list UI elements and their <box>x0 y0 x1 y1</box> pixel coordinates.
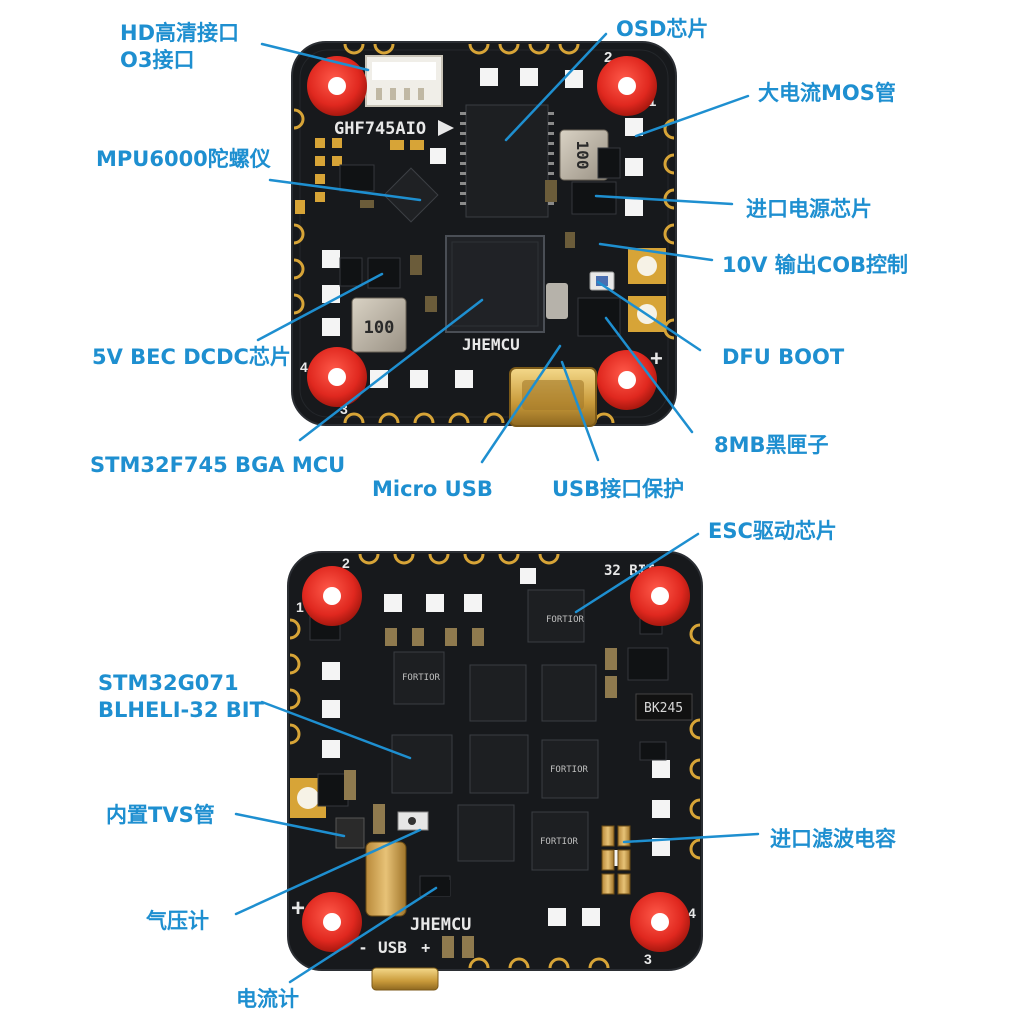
top-led-pads <box>322 68 643 388</box>
label-current-meter: 电流计 <box>236 987 299 1011</box>
leader-gyro <box>268 178 422 202</box>
top-small-ics <box>339 147 621 337</box>
top-passives <box>360 180 575 319</box>
bottom-esc-chip-text-2: FORTIOR <box>402 673 441 683</box>
label-esc-chip: ESC驱动芯片 <box>708 519 837 543</box>
label-gyro: MPU6000陀螺仪 <box>96 147 271 171</box>
top-plus-label: + <box>650 346 663 371</box>
leader-barometer <box>234 828 422 916</box>
bottom-barometer-port <box>408 817 416 825</box>
top-port-3-label: 3 <box>340 401 348 417</box>
label-esc-mcu: STM32G071 BLHELI-32 BIT <box>98 670 264 724</box>
top-usb-connector <box>509 367 597 427</box>
label-hd-port: HD高清接口 O3接口 <box>120 20 239 74</box>
bottom-plus-label: + <box>291 895 305 922</box>
bottom-usb-silkscreen: USB <box>378 938 407 957</box>
label-esc-mcu-line2: BLHELI-32 BIT <box>98 698 264 722</box>
top-osd-chip <box>465 104 549 218</box>
top-port-2-label: 2 <box>604 49 612 66</box>
bottom-port-2-label: 2 <box>342 555 350 571</box>
bottom-brand-silkscreen: JHEMCU <box>410 915 471 935</box>
top-inductor-left <box>351 297 407 353</box>
label-mos: 大电流MOS管 <box>758 81 896 105</box>
label-blackbox: 8MB黑匣子 <box>714 433 829 457</box>
leader-filter-cap <box>622 832 760 844</box>
label-hd-port-line1: HD高清接口 <box>120 21 240 45</box>
bottom-bk245-chip <box>635 693 693 721</box>
bottom-usb-stub <box>371 967 439 991</box>
top-arrow-marker <box>438 120 454 136</box>
leader-dfu <box>596 280 702 352</box>
top-inductor-left-text: 100 <box>364 318 395 338</box>
top-mcu-inner <box>451 241 539 327</box>
leader-bec <box>256 272 384 342</box>
top-port-4-label: 4 <box>300 359 308 375</box>
label-filter-cap: 进口滤波电容 <box>770 827 896 851</box>
leader-current-meter <box>288 886 438 984</box>
top-board: 100 100 GHF745AIO JHEMCU 2 1 4 3 + <box>291 41 677 427</box>
top-signal-pads <box>295 138 424 214</box>
bottom-tvs-diode <box>335 817 365 849</box>
bottom-esc-chip-text-3: FORTIOR <box>550 765 589 775</box>
label-dfu: DFU BOOT <box>722 345 845 369</box>
label-barometer: 气压计 <box>146 909 209 933</box>
label-usb-protect: USB接口保护 <box>552 477 685 501</box>
top-brand-silkscreen: JHEMCU <box>462 335 520 354</box>
label-hd-port-line2: O3接口 <box>120 48 195 72</box>
leader-tvs <box>234 812 346 838</box>
bottom-port-1-label: 1 <box>296 599 304 615</box>
leader-micro-usb <box>480 344 562 464</box>
bottom-esc-chip-text-1: FORTIOR <box>546 615 585 625</box>
bottom-usb-plus: + <box>421 940 430 957</box>
leader-lines <box>234 32 760 984</box>
top-dfu-button-cap <box>596 276 608 286</box>
leader-esc-chip <box>574 532 700 614</box>
label-micro-usb: Micro USB <box>372 477 493 501</box>
bottom-esc-chip-text-4: FORTIOR <box>540 837 579 847</box>
leader-osd-chip <box>504 32 608 142</box>
label-esc-mcu-line1: STM32G071 <box>98 671 239 695</box>
label-osd-chip: OSD芯片 <box>616 17 709 41</box>
bottom-port-4-label: 4 <box>688 905 696 921</box>
leader-power-chip <box>594 194 734 206</box>
bottom-board: FORTIOR FORTIOR FORTIOR FORTIOR BK245 <box>287 551 703 991</box>
leader-mos <box>634 94 750 138</box>
bottom-usb-minus: - <box>360 937 366 957</box>
label-bec: 5V BEC DCDC芯片 <box>92 345 291 369</box>
bottom-current-shunt <box>365 841 407 917</box>
bottom-grommets <box>302 566 690 952</box>
label-power-chip: 进口电源芯片 <box>746 197 872 221</box>
bottom-esc-chips <box>391 589 599 871</box>
bottom-port-3-label: 3 <box>644 951 652 967</box>
leader-hd-port <box>260 42 370 72</box>
leader-blackbox <box>604 316 694 434</box>
top-inductor-right-text: 100 <box>573 141 592 170</box>
leader-mcu <box>298 298 484 442</box>
bottom-castellations <box>289 553 701 969</box>
bottom-passives <box>344 628 617 958</box>
bottom-filter-capacitors <box>601 825 631 895</box>
top-gyro-chip <box>383 167 439 223</box>
top-model-silkscreen: GHF745AIO <box>334 119 426 139</box>
leader-cob <box>598 242 714 262</box>
leader-esc-mcu <box>260 700 412 760</box>
label-tvs: 内置TVS管 <box>106 803 215 827</box>
top-hd-connector <box>365 55 443 107</box>
bottom-bk245-text: BK245 <box>644 701 683 716</box>
label-cob: 10V 输出COB控制 <box>722 253 909 277</box>
label-mcu: STM32F745 BGA MCU <box>90 453 346 477</box>
leader-usb-protect <box>560 360 600 462</box>
